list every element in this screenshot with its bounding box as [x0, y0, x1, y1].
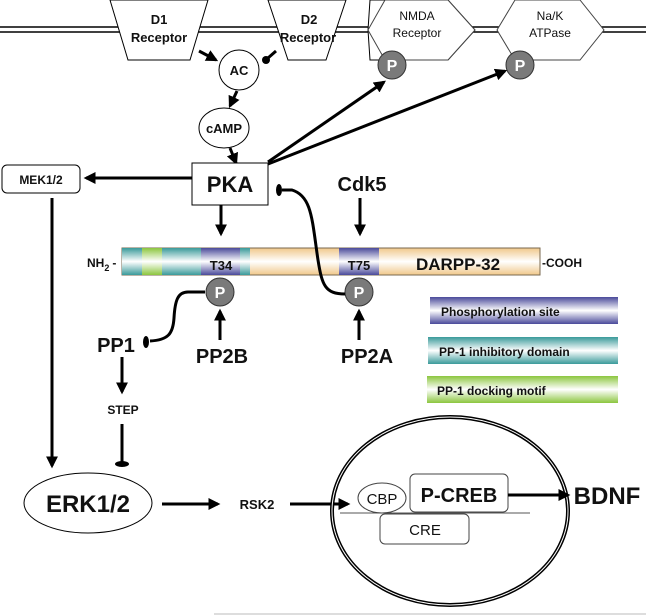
d1-to-ac-arrow	[198, 49, 219, 62]
ac-to-camp-arrow	[228, 90, 240, 109]
cre-label: CRE	[409, 522, 441, 539]
d1-receptor[interactable]: D1 Receptor	[109, 0, 209, 61]
t34-site	[201, 248, 240, 275]
n-terminus-label: NH2-	[87, 256, 116, 273]
pka-node[interactable]: PKA	[191, 162, 269, 206]
mek-label: MEK1/2	[19, 173, 63, 187]
ac-label: AC	[230, 63, 249, 78]
t75-site	[339, 248, 379, 275]
pp2b-label[interactable]: PP2B	[196, 346, 248, 368]
nucleus	[330, 415, 570, 607]
darpp32-label: DARPP-32	[416, 255, 500, 274]
ac-node[interactable]: AC	[218, 49, 260, 91]
step-label[interactable]: STEP	[107, 403, 138, 417]
d2-receptor[interactable]: D2 Receptor	[267, 0, 347, 61]
cre-node[interactable]: CRE	[379, 513, 470, 545]
t34-phospho-site: P	[205, 277, 235, 307]
pka-to-nmda-arrow	[267, 80, 386, 164]
step-inhibits-erk	[115, 424, 129, 467]
legend-label: Phosphorylation site	[441, 305, 560, 319]
legend-item-docking: PP-1 docking motif	[427, 376, 618, 403]
pka-to-nak-arrow	[267, 68, 508, 166]
d2-label: D2	[301, 12, 318, 27]
pcreb-label: P-CREB	[421, 485, 498, 507]
camp-to-pka-arrow	[226, 147, 239, 166]
cbp-label: CBP	[367, 491, 398, 508]
t34-inhibits-pp1	[143, 290, 205, 348]
d2-inhibits-ac	[262, 49, 277, 64]
t75-phospho-site: P	[344, 277, 374, 307]
phospho-label: P	[215, 285, 226, 302]
pcreb-node[interactable]: P-CREB	[409, 473, 509, 513]
rsk2-label[interactable]: RSK2	[240, 497, 275, 512]
camp-node[interactable]: cAMP	[198, 107, 250, 149]
cbp-node[interactable]: CBP	[357, 482, 407, 514]
t34-label: T34	[210, 258, 233, 273]
nak-phospho-site: P	[505, 50, 535, 80]
nmda-label: NMDA	[399, 9, 434, 23]
pp1-docking-motif	[142, 248, 162, 275]
pp1-label[interactable]: PP1	[97, 335, 135, 357]
legend: Phosphorylation site PP-1 inhibitory dom…	[427, 297, 618, 403]
nak-atpase[interactable]: Na/K ATPase	[496, 0, 605, 61]
t75-label: T75	[348, 258, 370, 273]
pp2a-label[interactable]: PP2A	[341, 346, 393, 368]
pka-label: PKA	[207, 172, 254, 197]
legend-label: PP-1 docking motif	[437, 384, 547, 398]
nmda-receptor[interactable]: NMDA Receptor	[367, 0, 476, 61]
phospho-label: P	[515, 58, 526, 75]
d2-sublabel: Receptor	[280, 30, 336, 45]
nak-sublabel: ATPase	[529, 26, 571, 40]
cdk5-label[interactable]: Cdk5	[338, 174, 387, 196]
d1-sublabel: Receptor	[131, 30, 187, 45]
erk-label: ERK1/2	[46, 491, 130, 518]
erk-node[interactable]: ERK1/2	[23, 472, 153, 534]
phospho-label: P	[387, 58, 398, 75]
nmda-sublabel: Receptor	[393, 26, 442, 40]
legend-item-phosphorylation: Phosphorylation site	[430, 297, 618, 324]
d1-label: D1	[151, 12, 168, 27]
legend-label: PP-1 inhibitory domain	[439, 345, 570, 359]
legend-item-inhibitory: PP-1 inhibitory domain	[428, 337, 618, 364]
nmda-phospho-site: P	[377, 50, 407, 80]
t75-inhibits-pka	[276, 184, 346, 296]
phospho-label: P	[354, 285, 365, 302]
c-terminus-label: -COOH	[542, 256, 582, 270]
bdnf-label[interactable]: BDNF	[574, 483, 641, 510]
camp-label: cAMP	[206, 121, 242, 136]
darpp32-protein[interactable]: T34 T75 DARPP-32	[121, 247, 541, 276]
nak-label: Na/K	[537, 9, 564, 23]
mek-node[interactable]: MEK1/2	[1, 164, 81, 194]
